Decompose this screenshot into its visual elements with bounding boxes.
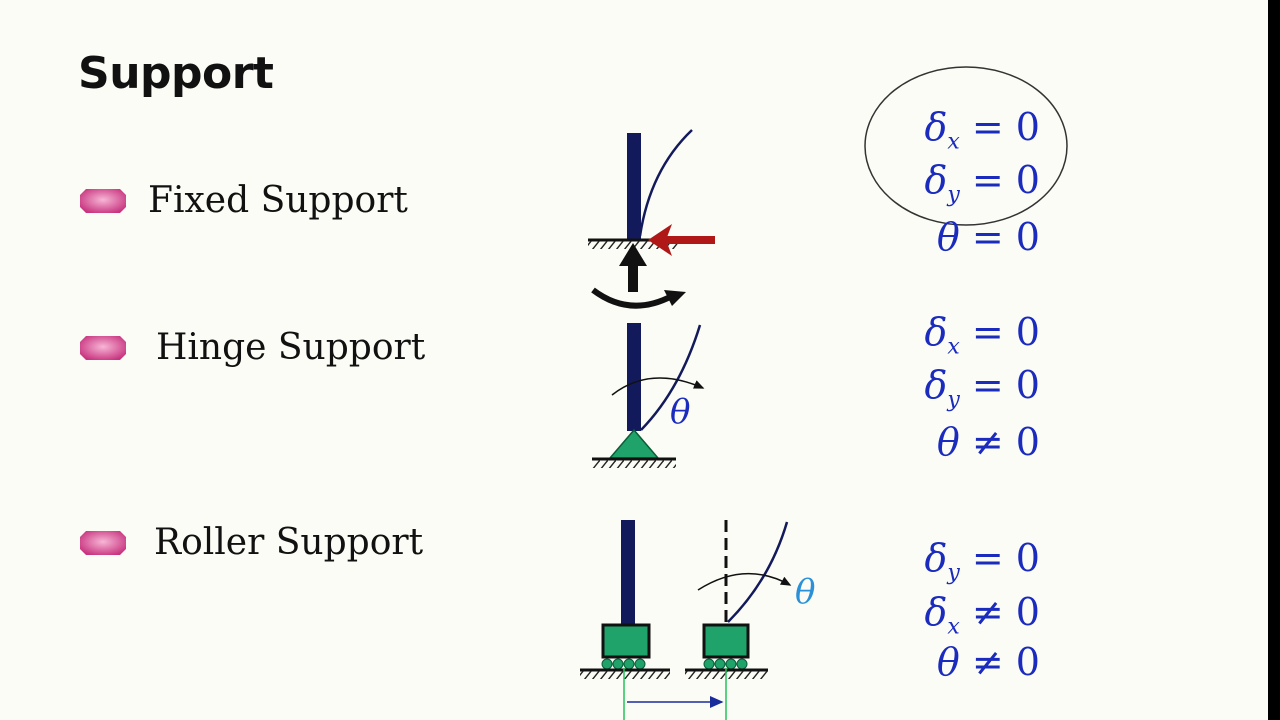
roller-support-diagram: θ bbox=[580, 520, 815, 720]
bullet-icon bbox=[80, 335, 126, 360]
fixed-moment-arc bbox=[591, 287, 674, 309]
bullet-roller-support: Roller Support bbox=[78, 522, 423, 563]
moment-arrow-head-icon bbox=[664, 290, 686, 306]
eq-hinge-theta: θ ≠ 0 bbox=[936, 420, 1040, 464]
eq-hinge-dy: δy = 0 bbox=[924, 363, 1040, 413]
eq-roller-dx: δx ≠ 0 bbox=[924, 590, 1040, 640]
red-arrow-head-icon bbox=[648, 224, 672, 256]
slide-edge bbox=[1268, 0, 1280, 720]
hinge-ground-hatch bbox=[592, 460, 676, 468]
highlight-circle bbox=[864, 66, 1068, 226]
roller-deflected-curve bbox=[727, 521, 789, 623]
bullet-hinge-support: Hinge Support bbox=[78, 327, 425, 368]
roller-ground-hatch-left bbox=[580, 671, 670, 679]
bullet-icon bbox=[80, 530, 126, 555]
fixed-support-diagram bbox=[588, 129, 715, 309]
bullet-label: Fixed Support bbox=[148, 180, 408, 221]
roller-block-right bbox=[702, 623, 750, 659]
hinge-theta-label: θ bbox=[670, 392, 690, 432]
roller-wheels-left bbox=[601, 658, 646, 670]
roller-wheels-right bbox=[703, 658, 748, 670]
fixed-vertical-reaction bbox=[628, 262, 638, 292]
roller-rotation-arc bbox=[697, 572, 792, 591]
hinge-support-diagram: θ bbox=[592, 323, 705, 468]
eq-hinge-dx: δx = 0 bbox=[924, 310, 1040, 360]
black-arrow-head-icon bbox=[619, 243, 647, 266]
eq-roller-dy: δy = 0 bbox=[924, 536, 1040, 586]
bullet-icon bbox=[80, 188, 126, 213]
eq-fixed-theta: θ = 0 bbox=[936, 215, 1040, 259]
bullet-fixed-support: Fixed Support bbox=[78, 180, 408, 221]
fixed-column bbox=[627, 133, 641, 239]
roller-theta-label: θ bbox=[795, 572, 815, 612]
eq-fixed-dy: δy = 0 bbox=[924, 158, 1040, 208]
slide-title: Support bbox=[78, 48, 274, 99]
hinge-rotation-arc bbox=[611, 377, 705, 396]
eq-fixed-dx: δx = 0 bbox=[924, 105, 1040, 155]
bullet-label: Hinge Support bbox=[156, 327, 426, 368]
fixed-deflected-curve bbox=[638, 129, 693, 237]
roller-column-left bbox=[621, 520, 635, 625]
eq-roller-theta: θ ≠ 0 bbox=[936, 640, 1040, 684]
hinge-deflected-curve bbox=[640, 324, 702, 431]
hinge-column bbox=[627, 323, 641, 431]
hinge-triangle bbox=[608, 428, 660, 459]
bullet-label: Roller Support bbox=[154, 522, 424, 563]
roller-block-left bbox=[601, 623, 651, 659]
